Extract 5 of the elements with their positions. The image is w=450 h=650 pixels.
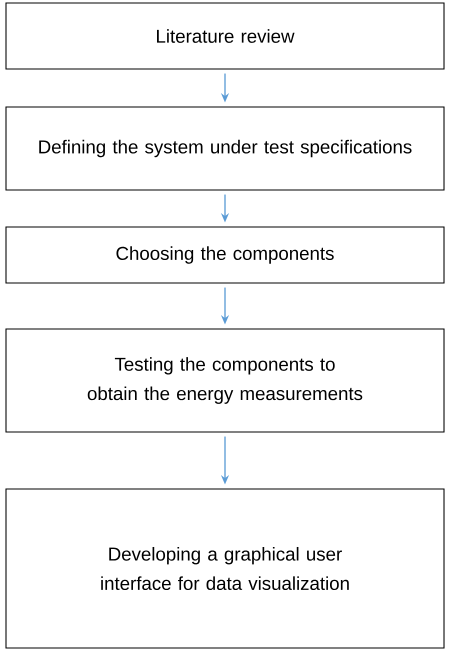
process-box: Developing a graphical user interface for data visualization [5,488,445,649]
process-box: Defining the system under test specifications [5,106,445,191]
process-box: Choosing the components [5,226,445,284]
process-box: Literature review [5,2,445,70]
process-box: Testing the components to obtain the energy measurements [5,328,445,433]
